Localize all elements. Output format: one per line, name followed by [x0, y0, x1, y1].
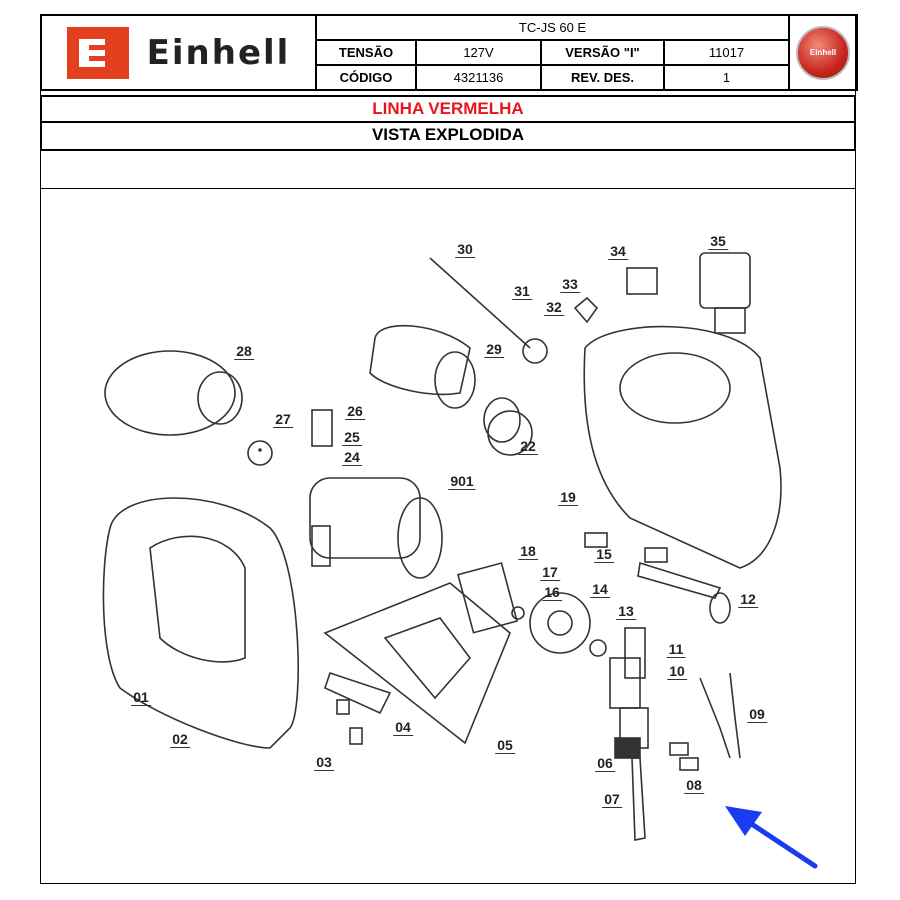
emblem-text: Einhell	[809, 48, 837, 57]
armature-901	[247, 409, 443, 579]
part-label-32: 32	[544, 299, 564, 316]
part-label-901: 901	[448, 473, 476, 490]
part-label-16: 16	[542, 584, 562, 601]
part-label-24: 24	[342, 449, 362, 466]
exploded-diagram	[102, 252, 782, 841]
part-label-05: 05	[495, 737, 515, 754]
shaft-30-31	[429, 257, 548, 364]
view-title: VISTA EXPLODIDA	[40, 121, 856, 151]
rev-label: REV. DES.	[540, 64, 665, 91]
part-label-29: 29	[484, 341, 504, 358]
part-label-19: 19	[558, 489, 578, 506]
versao-value: 11017	[663, 39, 790, 66]
part-label-25: 25	[342, 429, 362, 446]
part-label-27: 27	[273, 411, 293, 428]
part-label-13: 13	[616, 603, 636, 620]
part-label-04: 04	[393, 719, 413, 736]
divider	[40, 188, 856, 189]
gear-housing-19	[583, 325, 782, 569]
part-label-10: 10	[667, 663, 687, 680]
part-label-35: 35	[708, 233, 728, 250]
gear-14-bearing-18	[457, 562, 607, 657]
part-label-18: 18	[518, 543, 538, 560]
brand-wordmark: Einhell	[146, 32, 291, 73]
part-label-26: 26	[345, 403, 365, 420]
part-label-14: 14	[590, 581, 610, 598]
roller-support-12-15	[584, 532, 731, 624]
codigo-value: 4321136	[415, 64, 542, 91]
part-label-06: 06	[595, 755, 615, 772]
rev-value: 1	[663, 64, 790, 91]
part-label-08: 08	[684, 777, 704, 794]
guide-10-11-plunger-06	[609, 627, 649, 841]
part-label-02: 02	[170, 731, 190, 748]
handle-housing-01	[102, 497, 299, 749]
ball-bearing-27	[258, 448, 262, 452]
field-coil-28	[104, 350, 243, 436]
part-label-33: 33	[560, 276, 580, 293]
part-label-07: 07	[602, 791, 622, 808]
bearing-sleeve-29	[369, 324, 533, 456]
codigo-label: CÓDIGO	[315, 64, 417, 91]
part-label-01: 01	[131, 689, 151, 706]
part-label-17: 17	[540, 564, 560, 581]
part-label-11: 11	[666, 641, 686, 658]
part-label-09: 09	[747, 706, 767, 723]
part-label-31: 31	[512, 283, 532, 300]
tensao-label: TENSÃO	[315, 39, 417, 66]
switch-34-35	[573, 252, 751, 334]
logo-mark-icon	[66, 26, 129, 79]
base-plate-05	[323, 582, 511, 745]
einhell-logo: Einhell	[40, 14, 317, 91]
tensao-value: 127V	[415, 39, 542, 66]
model-name: TC-JS 60 E	[315, 14, 790, 41]
authorized-emblem-icon: Einhell	[796, 25, 850, 80]
part-label-30: 30	[455, 241, 475, 258]
part-label-15: 15	[594, 546, 614, 563]
part-label-34: 34	[608, 243, 628, 260]
part-label-28: 28	[234, 343, 254, 360]
part-label-22: 22	[518, 438, 538, 455]
header-table: Einhell TC-JS 60 E Einhell TENSÃO 127V V…	[40, 14, 858, 91]
part-label-03: 03	[314, 754, 334, 771]
emblem: Einhell	[788, 14, 858, 91]
seal-ring-22	[483, 397, 521, 443]
versao-label: VERSÃO "I"	[540, 39, 665, 66]
part-label-12: 12	[738, 591, 758, 608]
wire-09-clips-08	[669, 672, 741, 771]
